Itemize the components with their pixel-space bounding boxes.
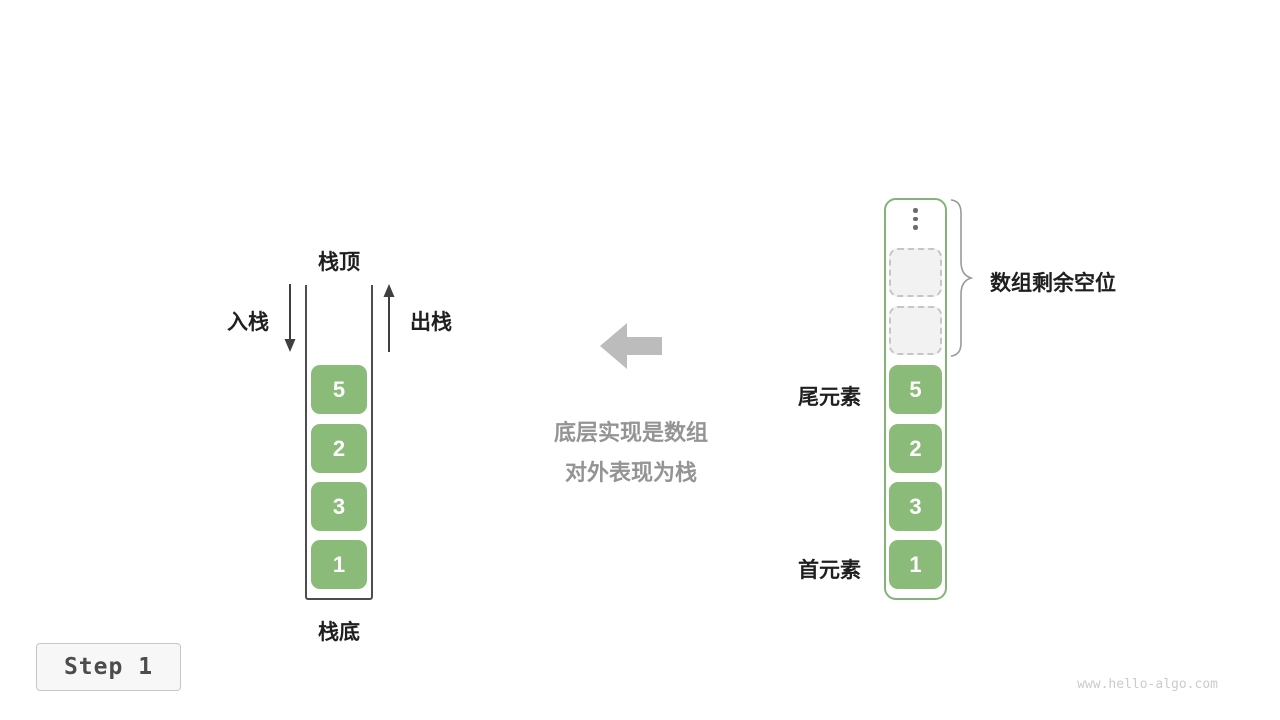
- stack-container: [305, 285, 373, 600]
- push-label: 入栈: [227, 311, 269, 334]
- pop-label: 出栈: [410, 311, 452, 334]
- middle-caption: 底层实现是数组 对外表现为栈: [516, 413, 746, 493]
- head-element-label: 首元素: [798, 559, 861, 582]
- stack-bottom-label: 栈底: [318, 621, 360, 644]
- push-arrow-icon: [284, 284, 296, 352]
- left-arrow-icon: [600, 323, 662, 369]
- stack-cell: 2: [311, 424, 367, 473]
- array-cell: 2: [889, 424, 942, 473]
- brace-icon: [950, 199, 974, 357]
- stack-cell: 1: [311, 540, 367, 589]
- array-empty-slot: [889, 306, 942, 355]
- stack-cell: 3: [311, 482, 367, 531]
- array-empty-slot: [889, 248, 942, 297]
- middle-caption-line2: 对外表现为栈: [564, 460, 697, 485]
- pop-arrow-icon: [383, 284, 395, 352]
- array-remaining-label: 数组剩余空位: [990, 272, 1116, 295]
- step-badge: Step 1: [36, 643, 181, 691]
- array-cell: 5: [889, 365, 942, 414]
- stack-top-label: 栈顶: [318, 251, 360, 274]
- array-container: [884, 198, 947, 600]
- watermark: www.hello-algo.com: [1077, 677, 1218, 692]
- array-cell: 1: [889, 540, 942, 589]
- middle-caption-line1: 底层实现是数组: [553, 420, 708, 445]
- stack-cell: 5: [311, 365, 367, 414]
- array-cell: 3: [889, 482, 942, 531]
- tail-element-label: 尾元素: [798, 386, 861, 409]
- step-label: Step 1: [63, 654, 154, 680]
- ellipsis-icon: [884, 208, 947, 230]
